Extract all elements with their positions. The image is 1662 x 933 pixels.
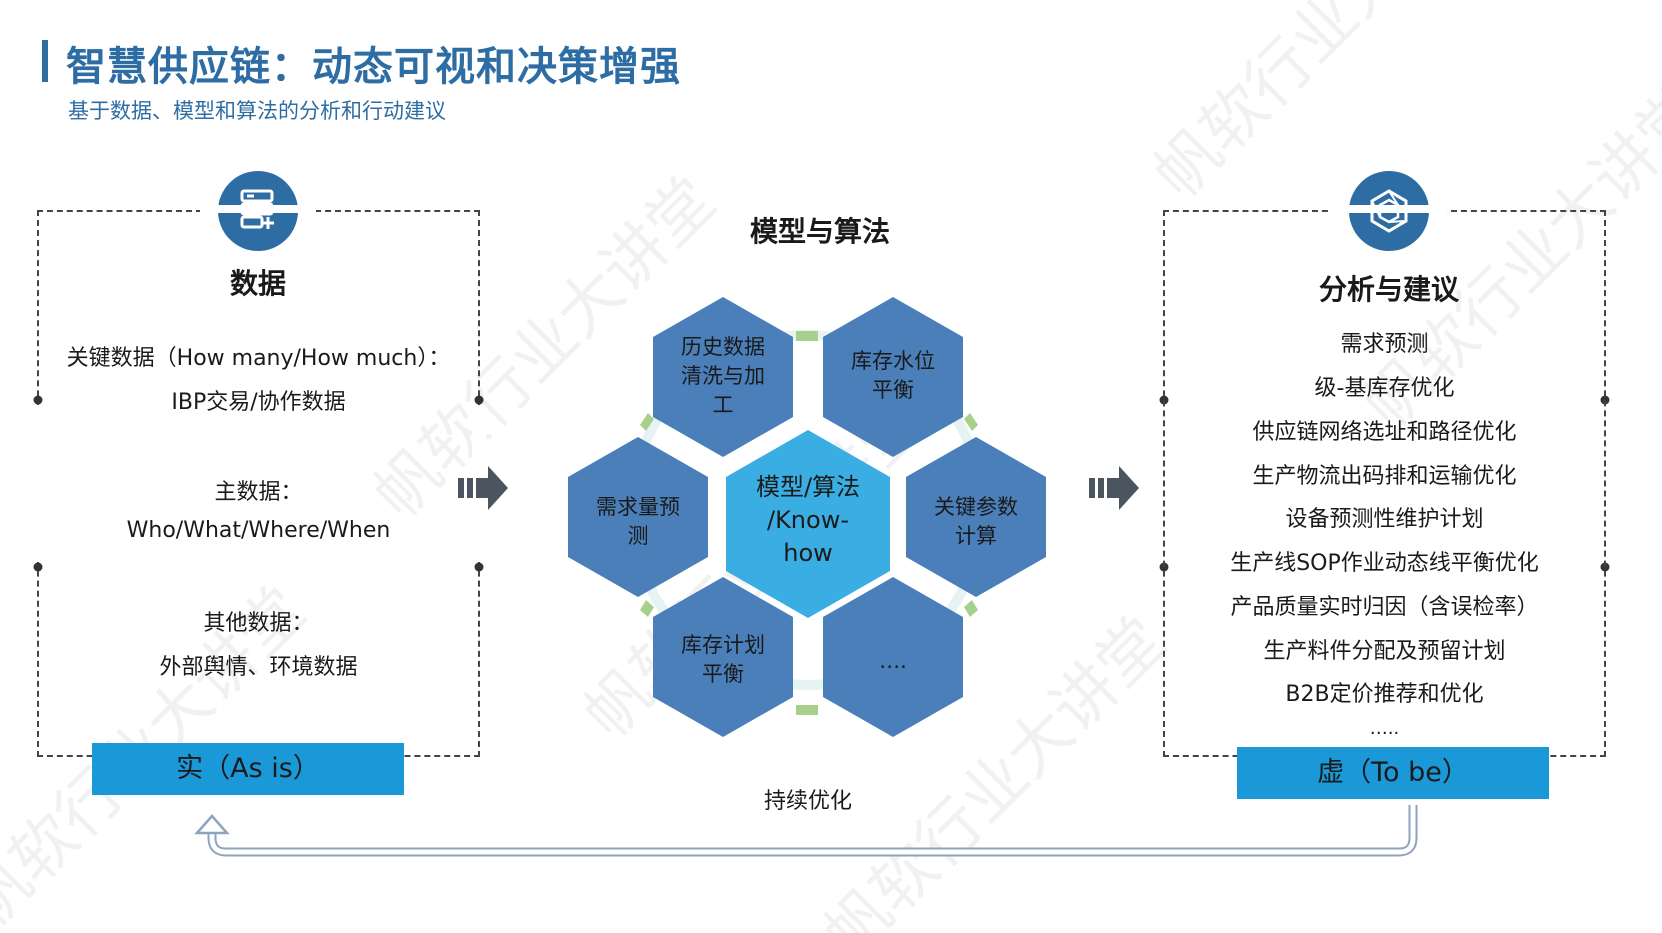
hex-label: how — [783, 539, 833, 567]
analysis-item: 生产线SOP作业动态线平衡优化 — [1230, 551, 1539, 576]
page-subtitle: 基于数据、模型和算法的分析和行动建议 — [68, 99, 446, 123]
hexagon-center — [726, 430, 890, 618]
hex-label: /Know- — [767, 506, 849, 534]
hex-label: 平衡 — [702, 662, 744, 686]
hexagon-top-right — [823, 297, 963, 457]
hexagon-left — [568, 437, 708, 597]
data-line: 外部舆情、环境数据 — [159, 655, 358, 680]
title-accent-bar — [42, 40, 48, 82]
hexagon-bottom-left — [653, 577, 793, 737]
data-line: Who/What/Where/When — [126, 518, 391, 543]
hexagon-right — [906, 437, 1046, 597]
analysis-item: 供应链网络选址和路径优化 — [1252, 420, 1517, 445]
hex-label: 平衡 — [872, 378, 914, 402]
arrow-right-icon — [458, 466, 508, 510]
hexagon-bottom-right — [823, 577, 963, 737]
model-algorithm-heading: 模型与算法 — [749, 215, 890, 248]
data-line: 关键数据（How many/How much）： — [66, 346, 451, 371]
hex-label: 清洗与加 — [681, 364, 765, 388]
analysis-item: 需求预测 — [1340, 332, 1429, 357]
hex-label: 库存计划 — [681, 633, 765, 657]
data-line: 其他数据： — [203, 611, 314, 636]
continuous-optimization-label: 持续优化 — [763, 789, 852, 814]
data-line: IBP交易/协作数据 — [171, 390, 346, 415]
hexagon-diagram: 历史数据 清洗与加 工 库存水位 平衡 需求量预 测 关键参数 计算 库存计划 … — [568, 297, 1046, 737]
as-is-tag: 实（As is） — [92, 743, 404, 795]
hexagon-top-left — [653, 297, 793, 457]
hex-label: 测 — [628, 524, 649, 548]
to-be-tag: 虚（To be） — [1237, 747, 1549, 799]
hex-label: 工 — [713, 393, 734, 417]
analysis-item: 级-基库存优化 — [1314, 376, 1455, 401]
hex-label: 历史数据 — [681, 335, 765, 359]
analysis-item: B2B定价推荐和优化 — [1285, 682, 1484, 707]
analysis-heading: 分析与建议 — [1318, 273, 1459, 306]
analysis-item: 产品质量实时归因（含误检率） — [1230, 595, 1539, 620]
hex-label: 模型/算法 — [756, 473, 860, 501]
analysis-item: 设备预测性维护计划 — [1285, 507, 1484, 532]
hex-label: 计算 — [955, 524, 997, 548]
arrow-right-icon — [1089, 466, 1139, 510]
hex-label: 需求量预 — [596, 495, 680, 519]
hex-label: …. — [879, 649, 907, 673]
page-title: 智慧供应链：动态可视和决策增强 — [66, 44, 681, 90]
analysis-item: ….. — [1369, 718, 1400, 739]
analysis-item: 生产料件分配及预留计划 — [1263, 639, 1506, 664]
hex-label: 关键参数 — [934, 495, 1018, 519]
hex-label: 库存水位 — [851, 349, 935, 373]
analysis-item: 生产物流出码排和运输优化 — [1252, 464, 1517, 489]
data-line: 主数据： — [214, 480, 303, 505]
data-heading: 数据 — [229, 267, 286, 300]
